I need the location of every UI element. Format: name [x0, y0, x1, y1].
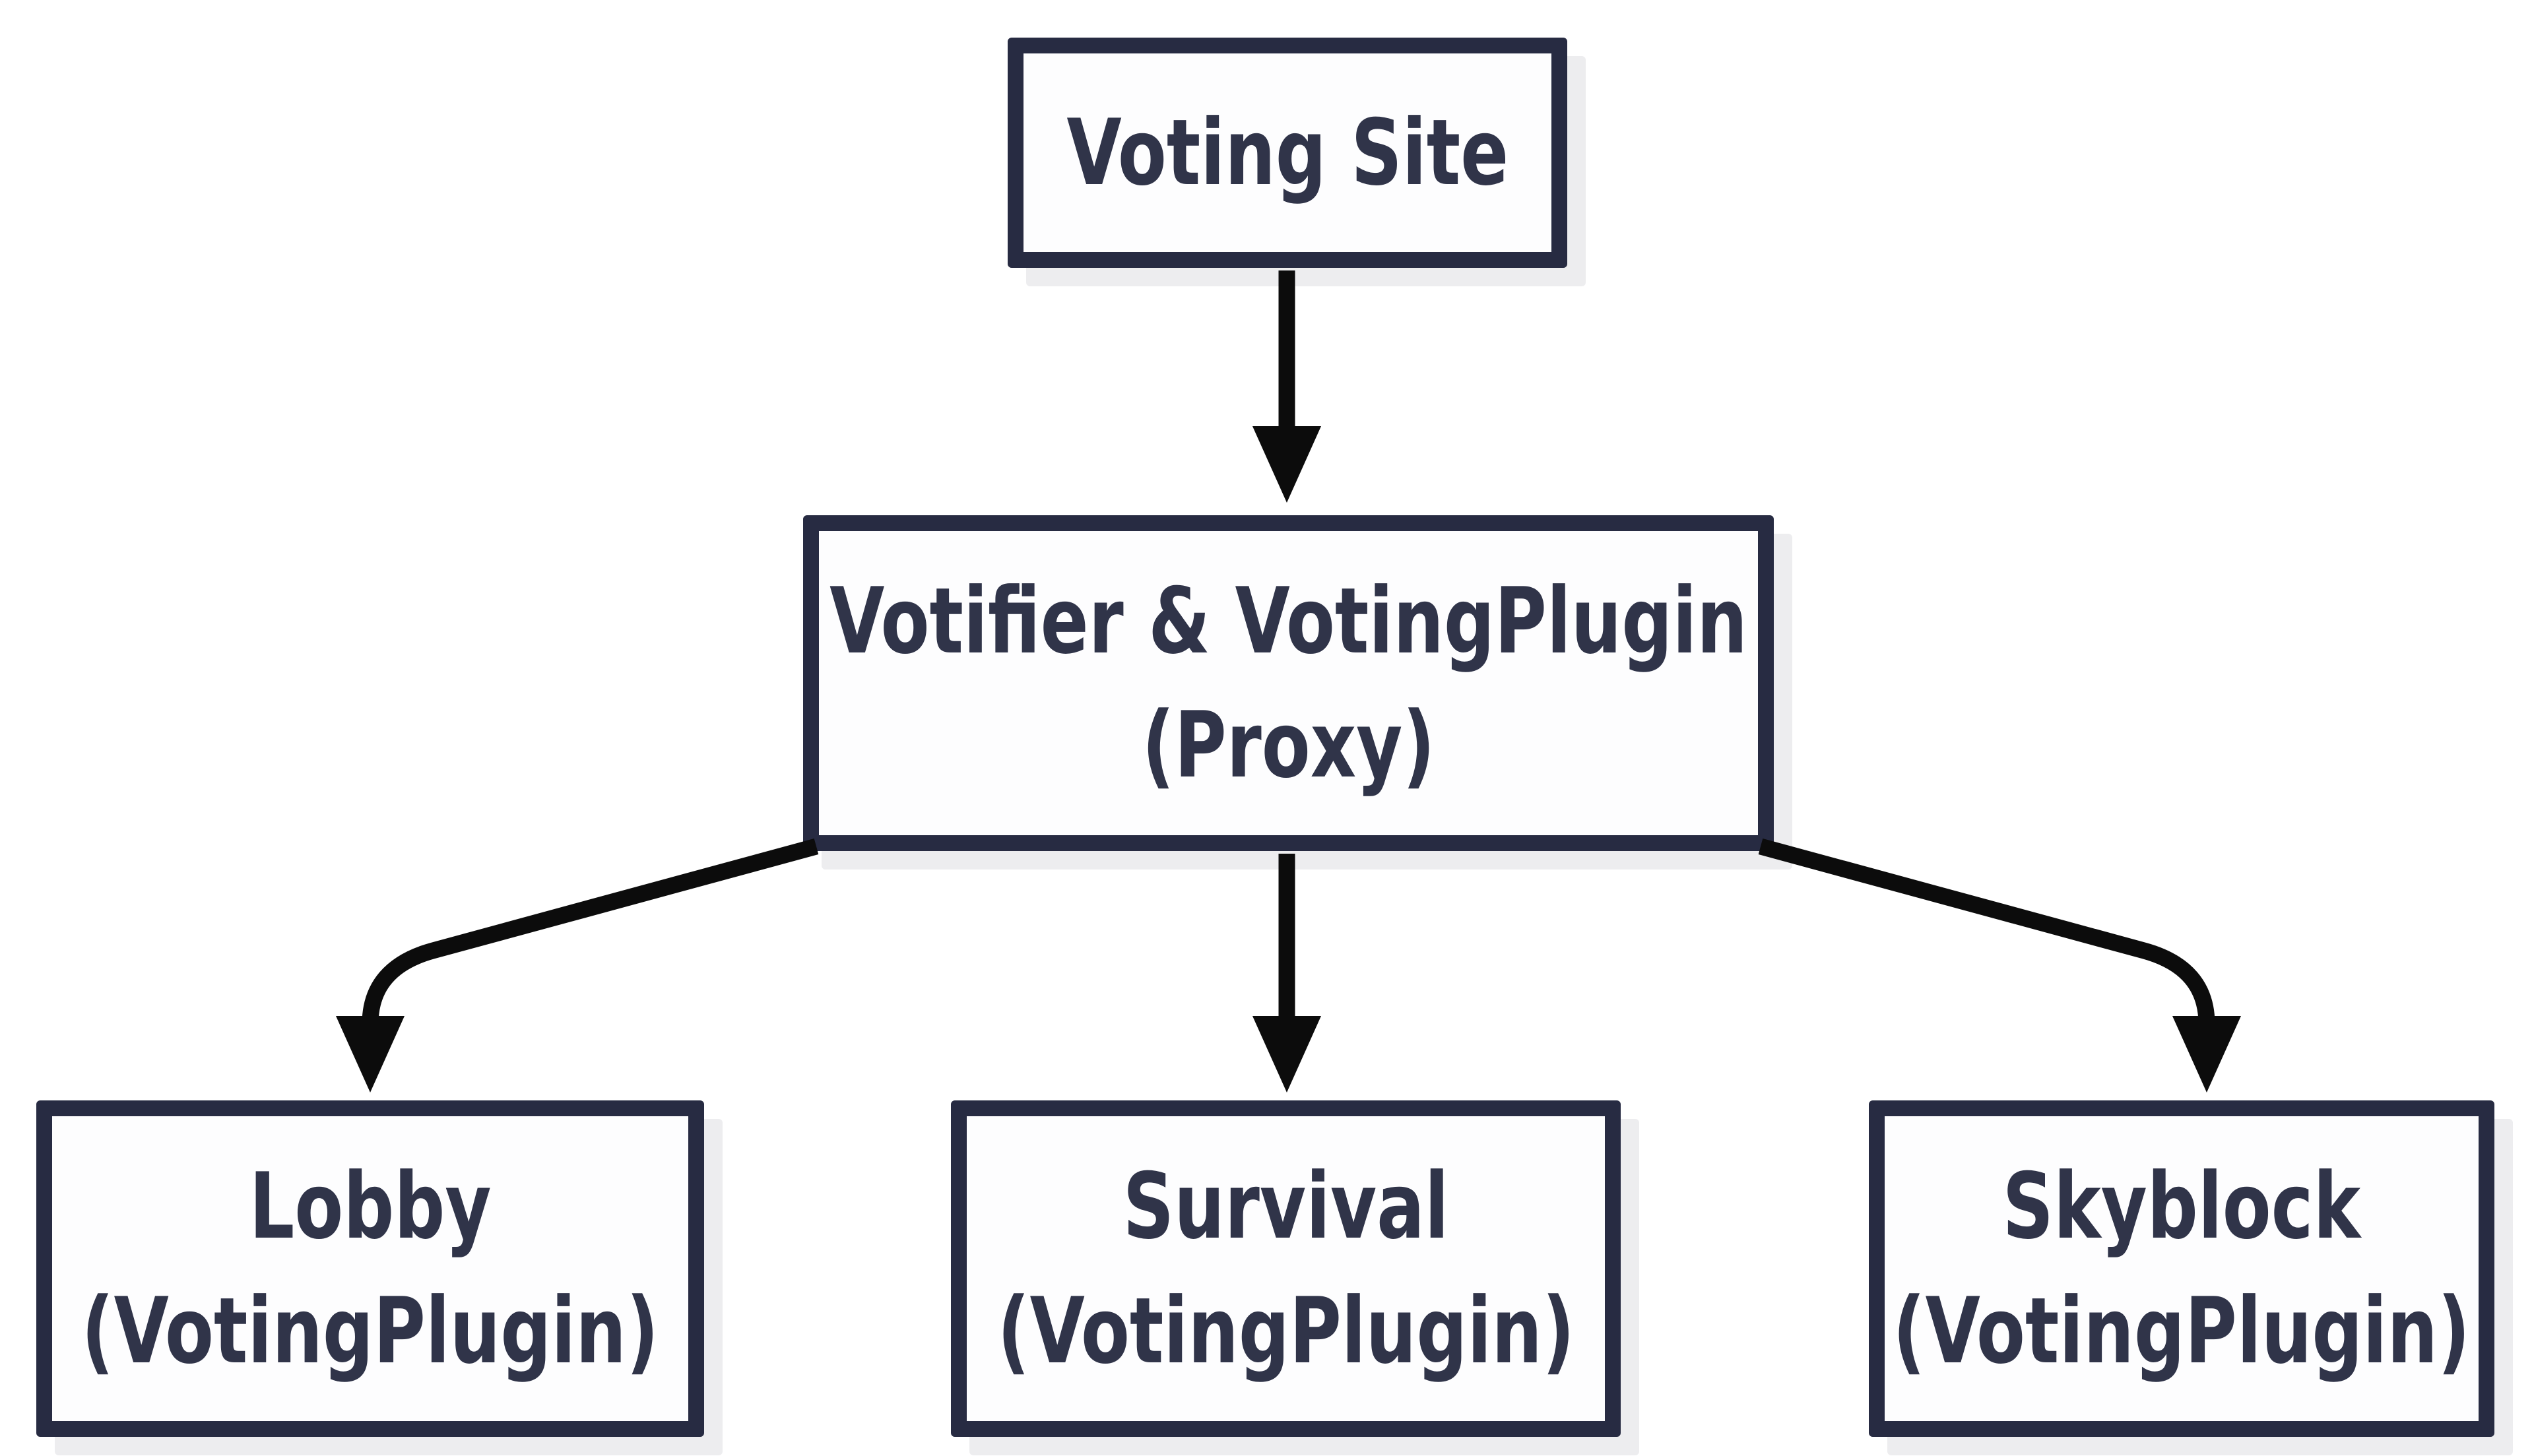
arrow-proxy-to-lobby-line — [362, 838, 819, 1025]
node-skyblock-label-line2: (VotingPlugin) — [1893, 1277, 2471, 1384]
node-lobby-label-line2: (VotingPlugin) — [81, 1277, 659, 1384]
node-survival: Survival (VotingPlugin) — [951, 1100, 1621, 1437]
arrow-proxy-to-skyblock-line — [1758, 838, 2215, 1025]
node-skyblock-label-line1: Skyblock — [2002, 1153, 2361, 1260]
arrow-proxy-to-survival-head — [1252, 1016, 1321, 1092]
node-survival-label-line1: Survival — [1122, 1153, 1449, 1260]
node-proxy-label-line1: Votifier & VotingPlugin — [829, 567, 1747, 674]
node-lobby-label-line1: Lobby — [249, 1153, 492, 1260]
node-skyblock: Skyblock (VotingPlugin) — [1869, 1100, 2494, 1437]
arrow-proxy-to-skyblock-head — [2172, 1016, 2241, 1092]
node-survival-label-line2: (VotingPlugin) — [997, 1277, 1575, 1384]
node-voting-site-label: Voting Site — [1066, 99, 1509, 206]
arrow-voting-site-to-proxy-head — [1252, 426, 1321, 503]
node-proxy-label-line2: (Proxy) — [1142, 692, 1435, 798]
node-votifier-votingplugin-proxy: Votifier & VotingPlugin (Proxy) — [803, 515, 1774, 851]
arrow-proxy-to-lobby-head — [336, 1016, 405, 1092]
node-voting-site: Voting Site — [1008, 38, 1567, 268]
node-lobby: Lobby (VotingPlugin) — [36, 1100, 704, 1437]
